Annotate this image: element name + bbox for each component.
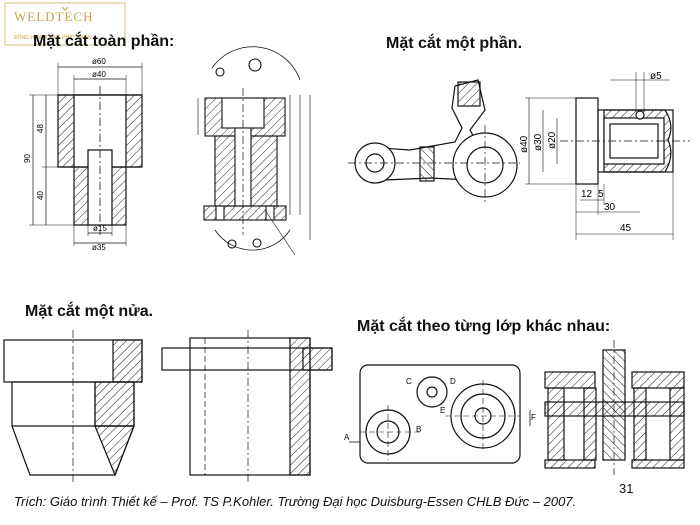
logo-brand: WELDTECH <box>14 9 94 24</box>
dim-d40-shaft: ø40 <box>519 135 530 153</box>
dim-h90: 90 <box>23 154 32 163</box>
partial-section-shaft <box>525 72 690 240</box>
dim-d35: ø35 <box>92 243 106 252</box>
layered-section-cut <box>544 340 685 475</box>
weldtech-logo <box>4 2 126 46</box>
partial-section-lever <box>348 79 520 205</box>
dim-d5: ø5 <box>650 71 662 82</box>
label-e: E <box>440 406 445 415</box>
dim-d60: ø60 <box>92 57 106 66</box>
dim-d30-shaft: ø30 <box>533 133 544 151</box>
dim-l30: 30 <box>604 202 616 213</box>
page-number: 31 <box>619 481 634 496</box>
layered-section-plate <box>349 364 531 464</box>
dim-l45: 45 <box>620 223 632 234</box>
title-layered-section: Mặt cắt theo từng lớp khác nhau: <box>357 318 611 335</box>
dim-d40: ø40 <box>92 70 106 79</box>
title-partial-section: Mặt cắt một phần. <box>386 35 523 52</box>
label-d: D <box>450 377 456 386</box>
half-section-sleeve <box>161 330 333 485</box>
dim-h48: 48 <box>36 124 45 133</box>
label-f: F <box>531 413 536 422</box>
logo-tagline: ĐỒNG HÀNH CÙNG PHÁT TRIỂN <box>14 35 92 41</box>
label-a: A <box>344 433 350 442</box>
citation-footer: Trích: Giáo trình Thiết kế – Prof. TS P.… <box>14 494 577 509</box>
full-section-flange <box>197 46 311 256</box>
full-section-bushing <box>29 63 143 246</box>
half-section-nozzle <box>3 330 143 485</box>
label-b: B <box>416 425 421 434</box>
logo-frame <box>4 2 126 46</box>
title-full-section: Mặt cắt toàn phần: <box>33 33 175 50</box>
dim-h40: 40 <box>36 191 45 200</box>
label-c: C <box>406 377 412 386</box>
dim-l5: 5 <box>598 189 604 200</box>
technical-drawings: ø60 ø40 90 48 40 ø15 ø35 <box>3 46 690 485</box>
dim-d15: ø15 <box>93 224 107 233</box>
dim-d20-shaft: ø20 <box>547 131 558 149</box>
dim-l12: 12 <box>581 189 593 200</box>
title-half-section: Mặt cắt một nửa. <box>25 303 154 320</box>
